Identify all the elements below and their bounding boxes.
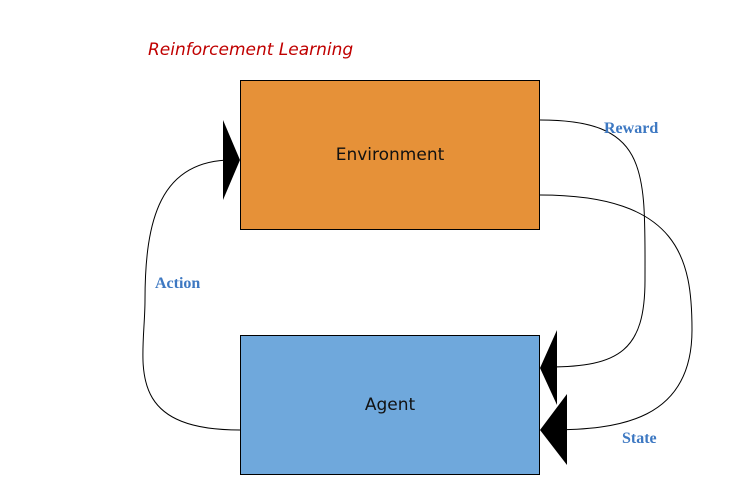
state-edge	[539, 194, 693, 431]
state-label: State	[622, 430, 657, 447]
reward-label: Reward	[604, 120, 659, 137]
state-arrowhead-icon	[540, 394, 567, 465]
diagram-title: Reinforcement Learning	[148, 40, 354, 60]
action-label: Action	[155, 275, 201, 292]
reward-edge	[539, 119, 646, 368]
environment-label: Environment	[335, 145, 445, 165]
agent-label: Agent	[364, 395, 416, 415]
action-edge	[142, 159, 241, 431]
reward-arrowhead-icon	[540, 330, 557, 405]
environment-node: Environment	[240, 80, 540, 230]
agent-node: Agent	[240, 335, 540, 475]
action-arrowhead-icon	[223, 120, 240, 200]
